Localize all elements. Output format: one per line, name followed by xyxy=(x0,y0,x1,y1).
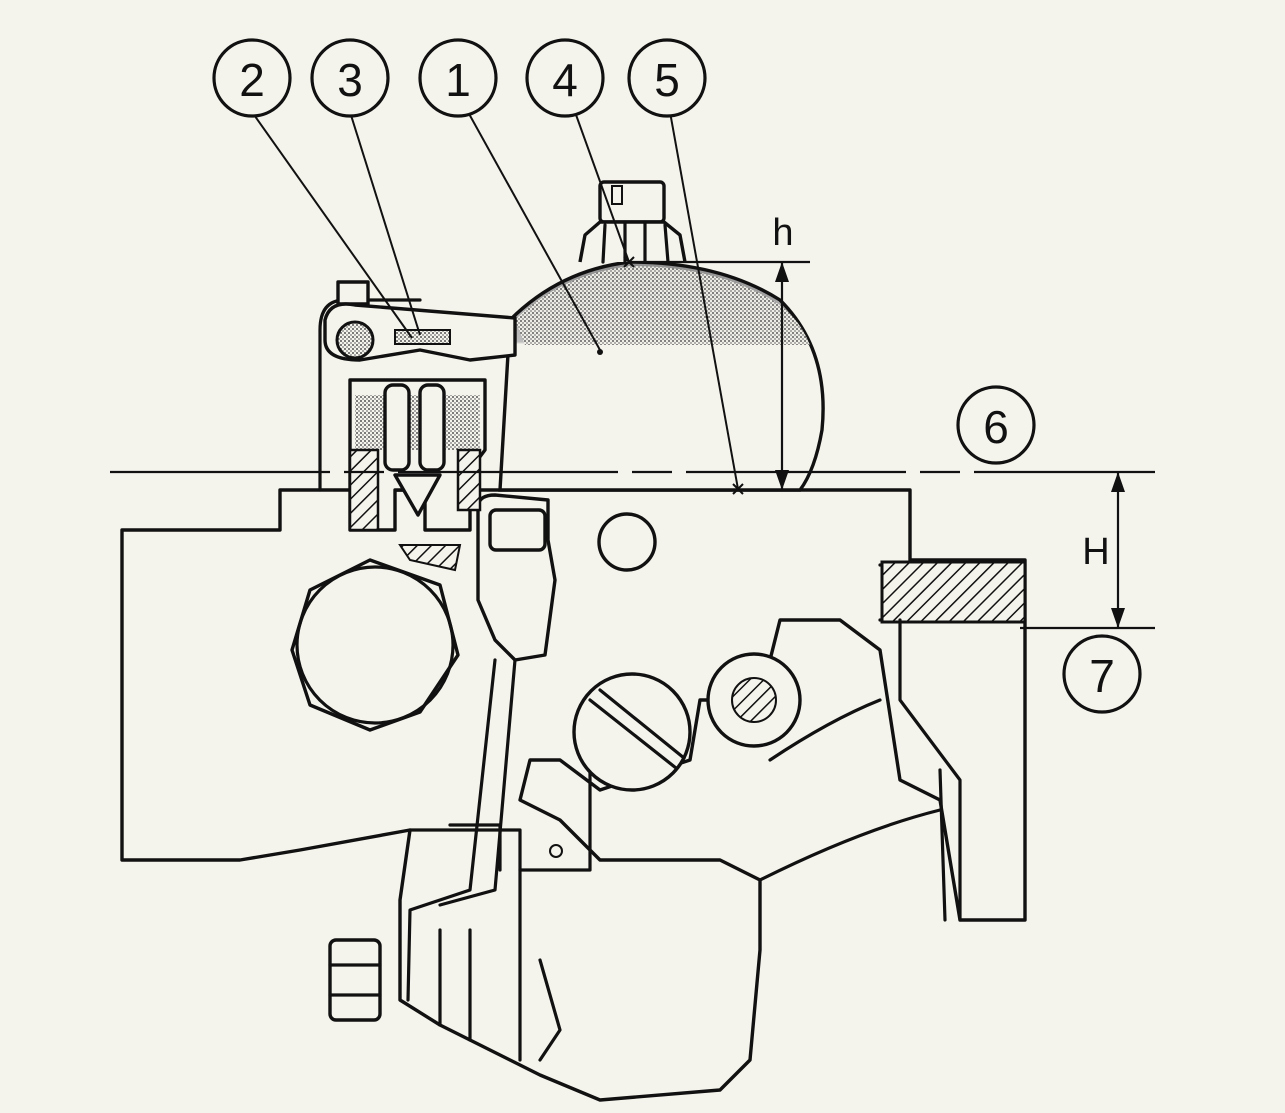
callout-label: 3 xyxy=(337,54,363,106)
callout-label: 7 xyxy=(1089,650,1115,702)
callout-1: 1 xyxy=(418,38,498,118)
callout-label: 6 xyxy=(983,401,1009,453)
leader-lines xyxy=(251,111,739,490)
flange-hole xyxy=(597,512,657,572)
callout-label: 5 xyxy=(654,54,680,106)
callout-4: 4 xyxy=(525,38,605,118)
dimension-H: H xyxy=(1082,472,1125,628)
callout-label: 2 xyxy=(239,54,265,106)
hex-nut-bottom xyxy=(328,938,382,1022)
slotted-screw xyxy=(572,672,692,792)
callout-label: 4 xyxy=(552,54,578,106)
float xyxy=(498,260,825,492)
top-cap xyxy=(578,180,687,264)
threaded-plug xyxy=(706,652,802,748)
dimension-label-H: H xyxy=(1082,531,1109,573)
callout-5: 5 xyxy=(627,38,707,118)
linkage-arm xyxy=(406,493,557,1002)
callout-6: 6 xyxy=(956,385,1036,465)
hex-nut-left xyxy=(290,558,460,732)
callout-2: 2 xyxy=(212,38,292,118)
carburetor-body xyxy=(120,488,1027,1102)
callout-7: 7 xyxy=(1062,634,1142,714)
dimension-label-h: h xyxy=(772,212,793,254)
callout-label: 1 xyxy=(445,54,471,106)
callout-3: 3 xyxy=(310,38,390,118)
dimension-h: h xyxy=(630,212,810,490)
small-port xyxy=(549,844,563,858)
